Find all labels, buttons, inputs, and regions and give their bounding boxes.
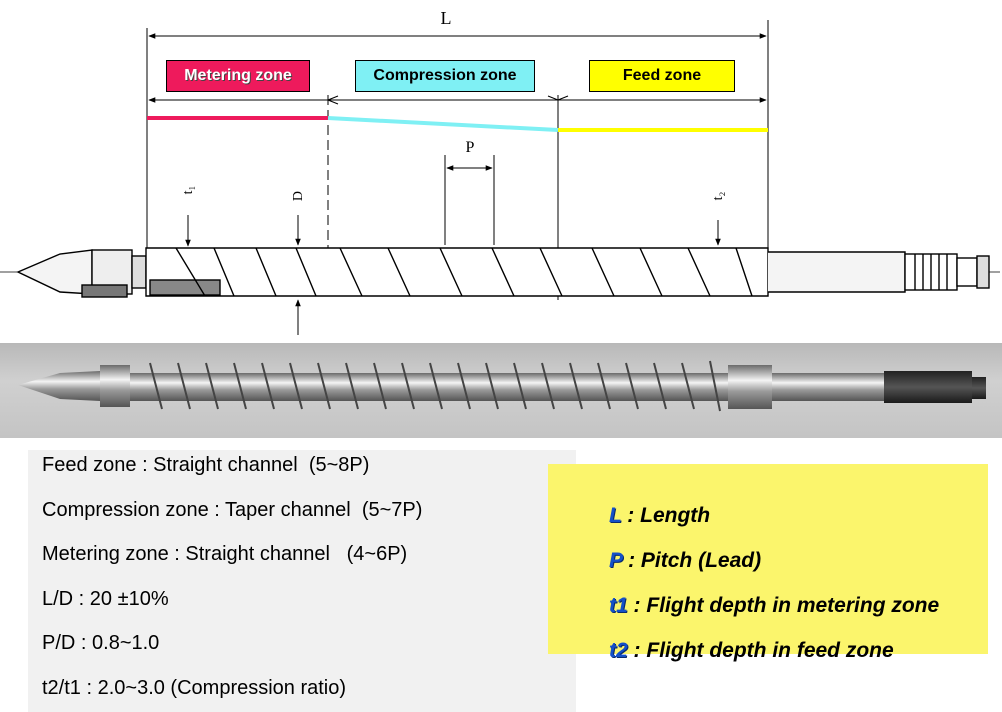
diameter-label: D: [291, 191, 306, 201]
legend-symbol-t1: t1: [609, 594, 628, 617]
length-label: L: [441, 8, 452, 28]
legend-pitch: P : Pitch (Lead): [574, 525, 761, 597]
screw-specs-panel: Feed zone : Straight channel (5~8P) Comp…: [28, 450, 576, 712]
legend-text-t2: : Flight depth in feed zone: [627, 639, 894, 662]
legend-length: L : Length: [574, 480, 710, 552]
legend-t1: t1 : Flight depth in metering zone: [574, 570, 939, 642]
t1-label: t₁: [181, 186, 196, 195]
compression-zone-label: Compression zone: [355, 60, 535, 92]
legend-text-t1: : Flight depth in metering zone: [627, 594, 940, 617]
legend-text-pitch: : Pitch (Lead): [622, 549, 762, 572]
screw-photo-illustration: [18, 360, 986, 412]
spec-compression-ratio: t2/t1 : 2.0~3.0 (Compression ratio): [42, 677, 347, 699]
spec-compression-zone: Compression zone : Taper channel (5~7P): [42, 499, 423, 521]
compression-zone-bar: [327, 116, 559, 132]
screw-outline: [0, 247, 1000, 298]
length-dimension: L: [146, 8, 769, 250]
legend-text-length: : Length: [621, 504, 711, 527]
metering-zone-label: Metering zone: [166, 60, 310, 92]
legend-symbol-t2: t2: [609, 639, 628, 662]
symbol-legend: L : Length P : Pitch (Lead) t1 : Flight …: [548, 464, 988, 662]
legend-symbol-p: P: [609, 549, 623, 572]
feed-zone-label: Feed zone: [589, 60, 735, 92]
pitch-dimension: P: [444, 139, 495, 245]
diameter-dimension: D: [291, 191, 306, 335]
spec-feed-zone: Feed zone : Straight channel (5~8P): [42, 454, 370, 476]
t2-label: t₂: [711, 192, 726, 201]
legend-t2: t2 : Flight depth in feed zone: [574, 615, 894, 687]
spec-l-d-ratio: L/D : 20 ±10%: [42, 588, 169, 610]
screw-technical-drawing: L P D: [0, 8, 1000, 335]
screw-photo: [0, 343, 1002, 438]
spec-metering-zone: Metering zone : Straight channel (4~6P): [42, 543, 408, 565]
legend-symbol-l: L: [609, 504, 622, 527]
spec-p-d-ratio: P/D : 0.8~1.0: [42, 632, 160, 654]
pitch-label: P: [466, 139, 475, 156]
